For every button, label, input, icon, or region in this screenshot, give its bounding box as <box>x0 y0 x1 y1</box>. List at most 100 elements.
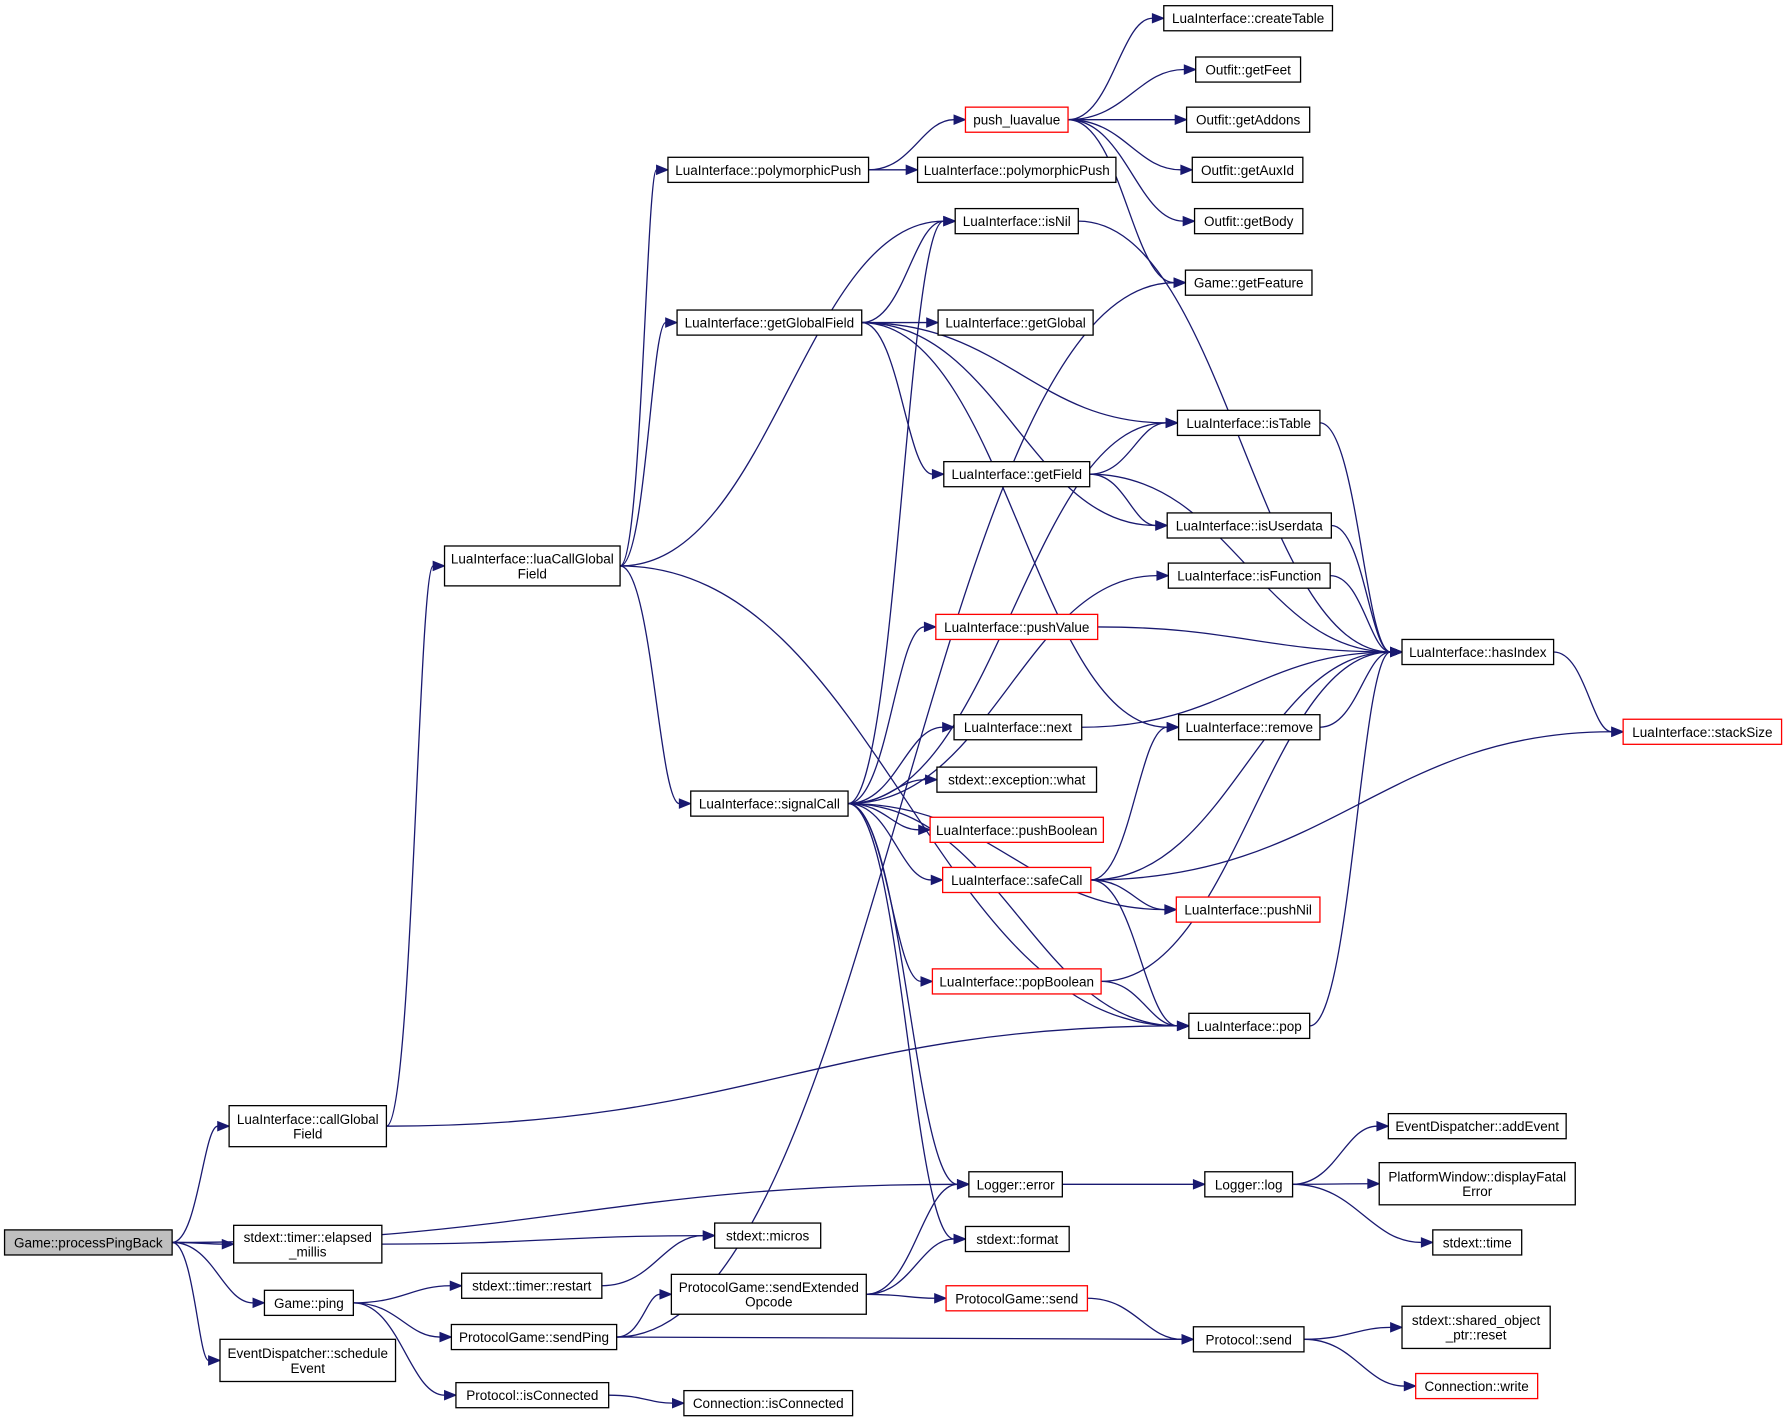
node-get-feature[interactable]: Game::getFeature <box>1184 269 1313 296</box>
node-polymorphic-push2[interactable]: LuaInterface::polymorphicPush <box>916 156 1117 184</box>
arrowhead <box>221 1238 236 1250</box>
node-push-boolean[interactable]: LuaInterface::pushBoolean <box>929 816 1105 843</box>
node-label: LuaInterface::createTable <box>1172 11 1324 26</box>
arrowhead <box>659 1288 673 1300</box>
node-get-feet[interactable]: Outfit::getFeet <box>1195 56 1302 83</box>
node-get-addons[interactable]: Outfit::getAddons <box>1185 106 1311 133</box>
node-logger-log[interactable]: Logger::log <box>1204 1171 1294 1198</box>
node-label: stdext::time <box>1443 1235 1512 1250</box>
node-push-value[interactable]: LuaInterface::pushValue <box>935 613 1099 641</box>
node-next[interactable]: LuaInterface::next <box>953 714 1083 741</box>
arrowhead <box>439 1331 453 1343</box>
node-is-nil[interactable]: LuaInterface::isNil <box>954 207 1079 235</box>
node-push-nil[interactable]: LuaInterface::pushNil <box>1175 896 1321 923</box>
edge-line <box>385 565 434 1127</box>
node-is-userdata[interactable]: LuaInterface::isUserdata <box>1166 512 1332 539</box>
node-label: Connection::write <box>1425 1379 1529 1394</box>
node-proto-is-connected[interactable]: Protocol::isConnected <box>455 1381 610 1409</box>
node-box <box>964 106 1069 133</box>
node-elapsed[interactable]: stdext::timer::elapsed_millis <box>233 1224 383 1264</box>
edge-push_luavalue-to-getFeet <box>1068 64 1198 121</box>
node-pop[interactable]: LuaInterface::pop <box>1188 1012 1311 1040</box>
node-exception-what[interactable]: stdext::exception::what <box>936 766 1098 793</box>
node-ping[interactable]: Game::ping <box>263 1289 355 1317</box>
edge-popBoolean-to-pop <box>1101 980 1191 1032</box>
node-get-body[interactable]: Outfit::getBody <box>1193 207 1304 235</box>
edge-line <box>172 1241 254 1304</box>
node-create-table[interactable]: LuaInterface::createTable <box>1163 5 1334 32</box>
node-label: LuaInterface::signalCall <box>699 797 840 812</box>
node-get-global[interactable]: LuaInterface::getGlobal <box>937 309 1094 336</box>
node-box <box>1184 269 1313 296</box>
edge-line <box>620 220 944 567</box>
node-conn-write[interactable]: Connection::write <box>1415 1372 1539 1400</box>
node-is-function[interactable]: LuaInterface::isFunction <box>1167 562 1331 589</box>
node-stdext-time[interactable]: stdext::time <box>1432 1229 1523 1256</box>
node-label: EventDispatcher::addEvent <box>1395 1119 1559 1134</box>
edge-line <box>848 802 1165 911</box>
edge-pgSend-to-protocolSend <box>1087 1297 1195 1345</box>
node-get-global-field[interactable]: LuaInterface::getGlobalField <box>676 309 863 336</box>
edge-layer <box>171 12 1625 1409</box>
node-format[interactable]: stdext::format <box>964 1225 1070 1253</box>
node-pg-send[interactable]: ProtocolGame::send <box>945 1285 1089 1312</box>
node-add-event[interactable]: EventDispatcher::addEvent <box>1387 1112 1567 1140</box>
node-label: LuaInterface::callGlobal <box>237 1112 379 1127</box>
arrowhead <box>1376 1120 1390 1132</box>
node-box <box>1166 512 1332 539</box>
node-restart[interactable]: stdext::timer::restart <box>460 1272 603 1299</box>
node-label: LuaInterface::hasIndex <box>1409 645 1547 660</box>
node-process-ping-back[interactable]: Game::processPingBack <box>3 1229 173 1256</box>
node-push_luavalue[interactable]: push_luavalue <box>964 106 1069 133</box>
node-protocol-send[interactable]: Protocol::send <box>1192 1326 1305 1353</box>
node-pop-boolean[interactable]: LuaInterface::popBoolean <box>931 968 1102 995</box>
node-send-ping[interactable]: ProtocolGame::sendPing <box>450 1323 618 1351</box>
node-label: Outfit::getAuxId <box>1201 163 1294 178</box>
node-micros[interactable]: stdext::micros <box>714 1222 822 1249</box>
node-label: Game::ping <box>274 1296 344 1311</box>
node-box <box>943 460 1091 488</box>
node-logger-error[interactable]: Logger::error <box>968 1171 1063 1198</box>
node-box <box>964 1225 1070 1253</box>
edge-line <box>1303 1326 1391 1340</box>
node-label: LuaInterface::isNil <box>963 214 1071 229</box>
node-box <box>1175 896 1321 923</box>
arrowhead <box>1390 1322 1404 1333</box>
node-conn-is-connected[interactable]: Connection::isConnected <box>683 1389 854 1417</box>
node-label: Outfit::getFeet <box>1205 63 1291 78</box>
edge-signalCall-to-exceptionWhat <box>848 774 939 805</box>
node-box <box>450 1323 618 1351</box>
arrowhead <box>1367 1178 1381 1190</box>
edge-line <box>861 321 1168 728</box>
edge-luaCallGlobalField-to-isNil <box>620 215 957 567</box>
node-has-index[interactable]: LuaInterface::hasIndex <box>1401 638 1555 666</box>
node-box <box>1167 562 1331 589</box>
node-safe-call[interactable]: LuaInterface::safeCall <box>942 866 1092 894</box>
node-polymorphic-push1[interactable]: LuaInterface::polymorphicPush <box>667 156 870 184</box>
node-shared-reset[interactable]: stdext::shared_object_ptr::reset <box>1401 1305 1551 1350</box>
node-stack-size[interactable]: LuaInterface::stackSize <box>1622 718 1783 745</box>
edge-processPingBack-to-ping <box>172 1241 266 1309</box>
edge-line <box>868 119 955 171</box>
node-get-field[interactable]: LuaInterface::getField <box>943 460 1091 488</box>
edge-signalCall-to-isNil <box>847 215 957 805</box>
node-is-table[interactable]: LuaInterface::isTable <box>1176 409 1321 437</box>
edge-push_luavalue-to-getFeature <box>1068 119 1187 288</box>
node-signal-call[interactable]: LuaInterface::signalCall <box>690 790 849 817</box>
node-remove[interactable]: LuaInterface::remove <box>1177 714 1321 741</box>
node-get-aux-id[interactable]: Outfit::getAuxId <box>1191 156 1304 184</box>
edge-line <box>861 321 1156 527</box>
node-label: LuaInterface::polymorphicPush <box>675 163 861 178</box>
node-label: Game::processPingBack <box>14 1235 163 1250</box>
edge-signalCall-to-loggerError <box>848 802 971 1190</box>
edge-line <box>861 220 944 324</box>
node-box <box>455 1381 610 1409</box>
node-box <box>228 1105 388 1148</box>
node-label: LuaInterface::getField <box>951 467 1082 482</box>
